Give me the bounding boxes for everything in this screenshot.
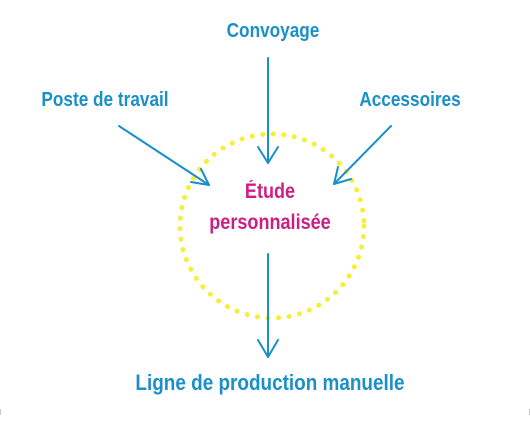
node-poste-de-travail: Poste de travail [41,89,169,111]
arrow-left [118,125,210,186]
center-label-line-1: Étude [244,180,296,203]
node-convoyage: Convoyage [226,20,320,42]
node-accessoires: Accessoires [359,89,461,111]
center-dotted-circle [177,131,367,321]
arrow-top [257,57,279,164]
center-label-line-2: personnalisée [209,211,331,234]
corner-mark-left [0,409,7,415]
arrow-bottom [257,253,279,358]
corner-mark-right [523,409,530,415]
arrow-right [333,125,392,185]
node-ligne-de-production: Ligne de production manuelle [135,370,405,395]
node-etude-personnalisee: Étude personnalisée [184,176,356,238]
